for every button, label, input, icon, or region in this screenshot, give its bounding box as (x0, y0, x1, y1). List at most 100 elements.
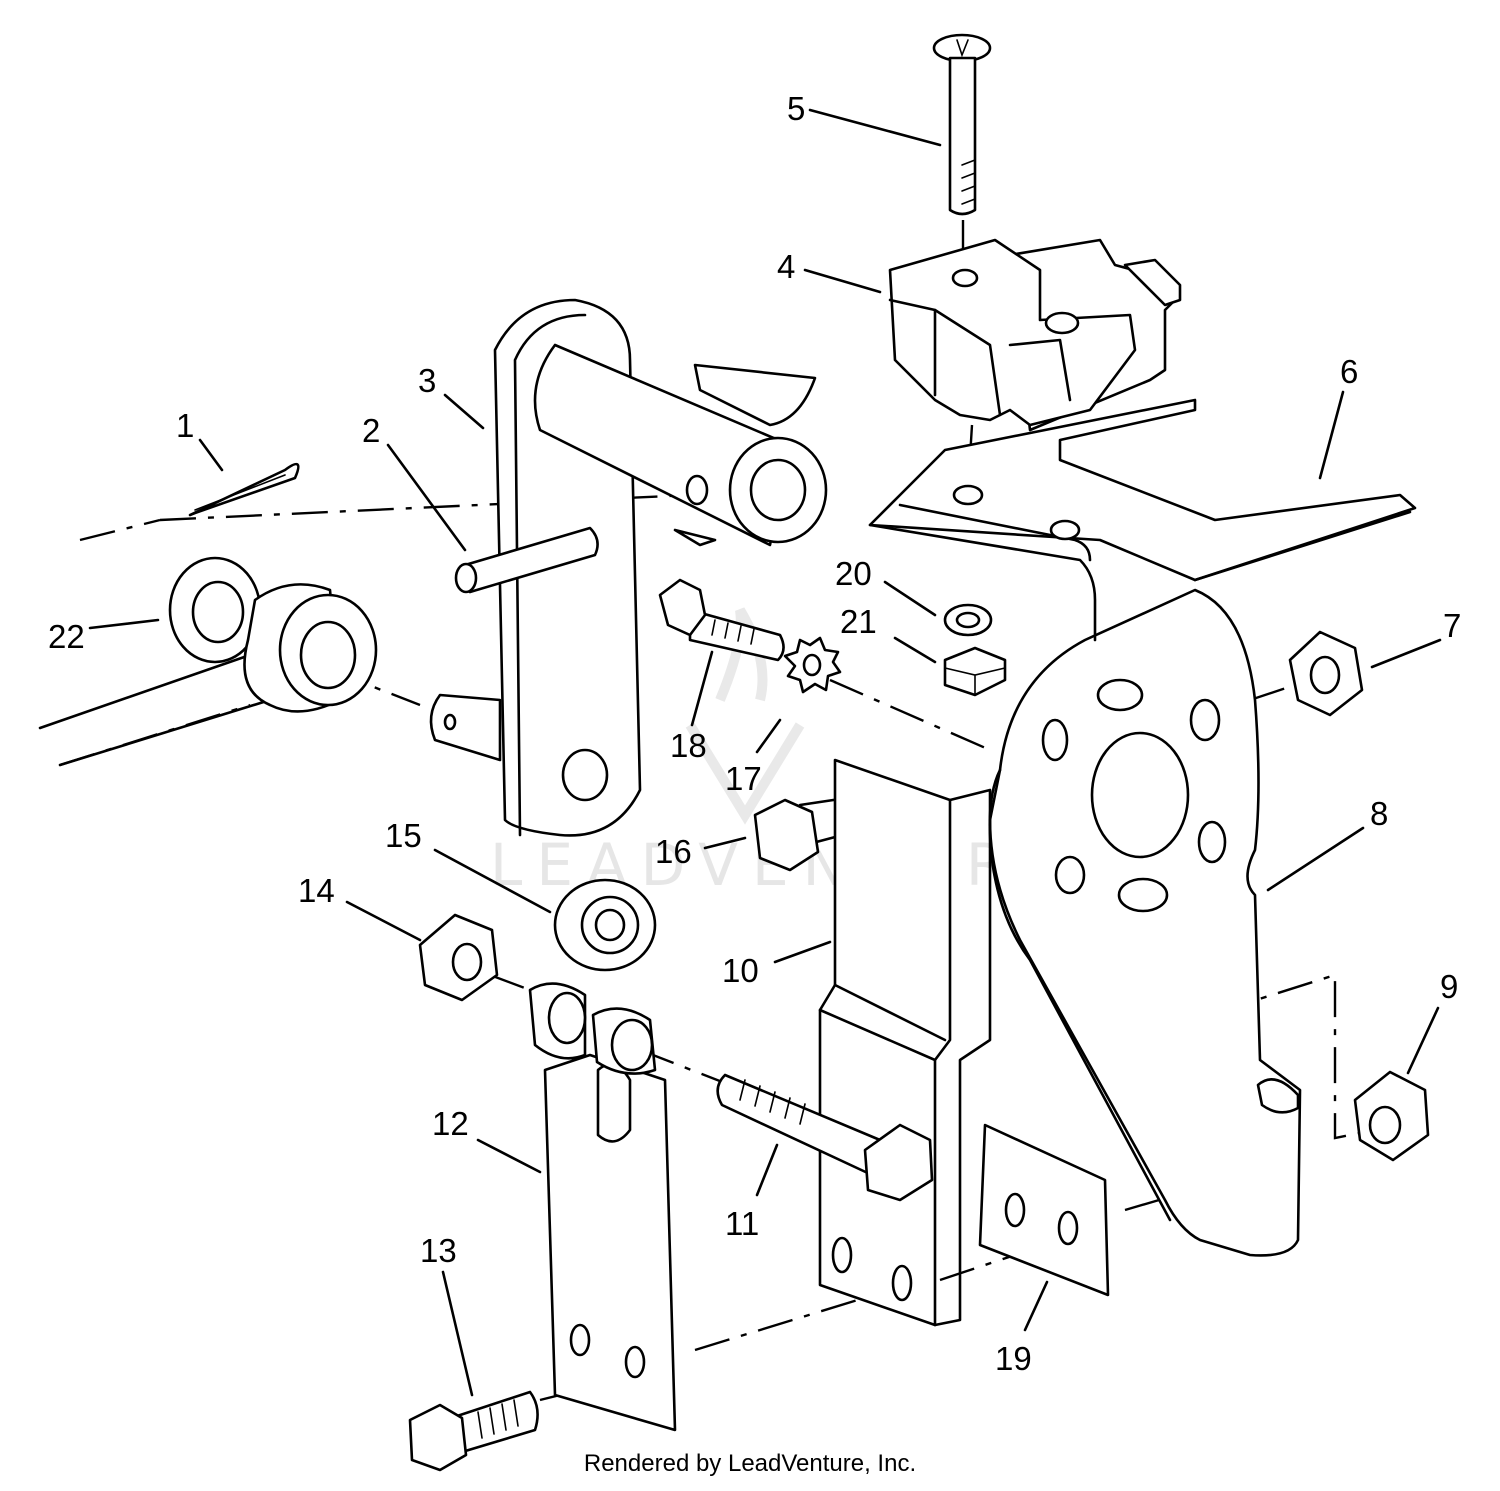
callout-11: 11 (725, 1205, 759, 1242)
center-lines (59, 220, 1376, 1402)
plate-19 (978, 1123, 1110, 1297)
callout-8: 8 (1370, 795, 1388, 832)
callout-9: 9 (1440, 968, 1458, 1005)
callout-4: 4 (777, 248, 795, 285)
callout-10: 10 (722, 952, 759, 989)
leader-4 (803, 268, 882, 294)
switch-mount-hole (1044, 311, 1080, 335)
callout-14: 14 (298, 872, 335, 909)
part-2-pin (454, 526, 599, 594)
leader-2 (386, 443, 467, 552)
bracket-slot-1 (1096, 678, 1144, 712)
cotter-pin-split (194, 474, 286, 511)
part-4-switch (888, 238, 1182, 432)
bolt-16-head (753, 798, 820, 872)
leader-10 (773, 940, 832, 964)
star-washer-hole (802, 653, 822, 677)
leader-22 (88, 618, 160, 630)
bracket-10-hole-2 (891, 1264, 913, 1302)
callout-1: 1 (176, 407, 194, 444)
spacer-right-bore (610, 1018, 654, 1072)
callout-20: 20 (835, 555, 872, 592)
bolt-11-threads (739, 1079, 806, 1125)
switch-side (1008, 338, 1072, 402)
bolt-13-threads (477, 1399, 519, 1439)
leader-9 (1406, 1006, 1440, 1075)
axis-pin-line (79, 518, 161, 542)
bolt-18-threads (711, 619, 755, 645)
leader-1 (198, 438, 224, 472)
axis-bolt11-line (639, 1048, 731, 1087)
bracket-slot-4 (1197, 820, 1227, 864)
bushing-washer-hole (191, 580, 245, 644)
mount-hole-1 (952, 484, 984, 506)
leader-16 (703, 836, 747, 850)
part-7-nut (1288, 630, 1364, 717)
leader-6 (1318, 390, 1345, 480)
arm-wedge (673, 528, 717, 547)
bracket-thickness-edge (988, 768, 1172, 1222)
arm-boss (561, 748, 609, 802)
part-1-cotter-pin (188, 462, 300, 517)
callout-18: 18 (670, 727, 707, 764)
leader-13 (441, 1270, 474, 1397)
bracket-slot-6 (1117, 877, 1169, 913)
nut-9-hole (1368, 1105, 1402, 1145)
leader-lines (88, 108, 1442, 1397)
nut-21-face (944, 667, 1006, 696)
callout-6: 6 (1340, 353, 1358, 390)
nut-14-hole (451, 942, 483, 982)
callout-3: 3 (418, 362, 436, 399)
shaft-line-top (38, 653, 252, 730)
part-11-bolt (716, 1073, 934, 1202)
callout-16: 16 (655, 833, 692, 870)
mount-hole-2 (1049, 519, 1081, 541)
pin-end (454, 562, 478, 594)
leader-8 (1266, 826, 1365, 892)
arm-lower-tab (429, 693, 502, 762)
part-12-link (543, 1053, 677, 1432)
bearing-bore (594, 908, 626, 942)
leader-15 (433, 848, 552, 914)
switch-front-face (888, 298, 1002, 417)
bracket-plate (988, 588, 1302, 1257)
mount-plate-arm (1193, 510, 1412, 582)
arm-stop-block (693, 363, 817, 427)
arm-tube-pinhole (685, 474, 709, 506)
bushing-collar-bore (299, 620, 357, 690)
bolt-18-head (658, 578, 707, 637)
axis-nut14-line (489, 973, 531, 992)
bracket-center-hole (1090, 731, 1190, 859)
leader-5 (808, 108, 942, 147)
part-13-bolt (408, 1390, 539, 1472)
bolt-13-head (408, 1403, 468, 1472)
cotter-pin-body (188, 462, 300, 517)
nut-7-hole (1309, 655, 1341, 695)
bracket-slot-5 (1054, 855, 1086, 895)
bracket-10-bend (818, 983, 947, 1062)
lockwasher-hole (955, 611, 981, 629)
bracket-10-hole-1 (831, 1236, 853, 1274)
leader-17 (755, 718, 782, 754)
plate-19-hole-1 (1004, 1192, 1026, 1228)
part-21-nut (943, 646, 1007, 697)
leader-20 (883, 580, 937, 617)
callout-2: 2 (362, 412, 380, 449)
part-20-lockwasher (943, 603, 993, 637)
link-12-hole-2 (624, 1345, 646, 1379)
switch-body (888, 238, 1137, 427)
axis-washer-line (829, 678, 991, 752)
arm-tube (533, 343, 792, 547)
bolt-11-head (863, 1123, 934, 1202)
callout-17: 17 (725, 760, 762, 797)
bracket-foot (1256, 1078, 1300, 1114)
mount-plate-lip (898, 503, 1092, 562)
part-5-screw (932, 33, 992, 216)
leader-7 (1370, 638, 1442, 669)
render-credit: Rendered by LeadVenture, Inc. (583, 1450, 917, 1477)
arm-edge (513, 313, 587, 837)
switch-terminal (1123, 258, 1182, 307)
part-12-spacers (528, 982, 657, 1075)
bracket-slot-3 (1041, 718, 1069, 762)
